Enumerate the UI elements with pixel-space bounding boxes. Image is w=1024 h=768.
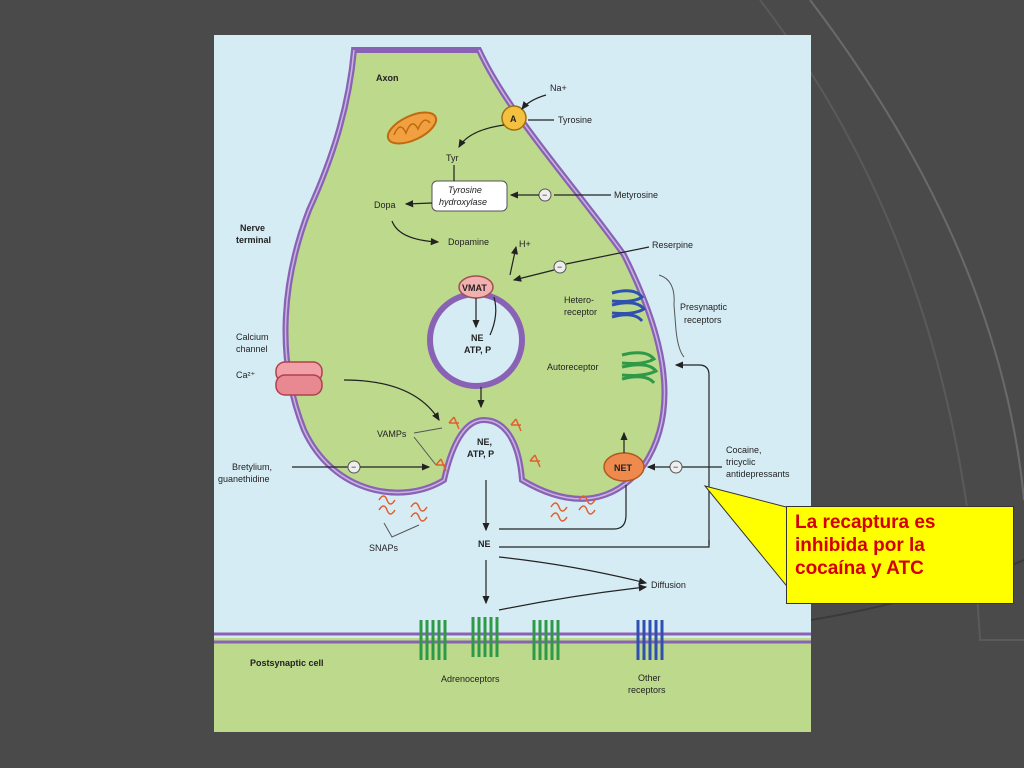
minus-sign: − (673, 462, 678, 472)
transporter-a-label: A (510, 114, 517, 124)
adrenergic-synapse-diagram: Axon Na+ A Tyrosine Tyr Tyrosine hydroxy… (214, 35, 811, 732)
autoreceptor (621, 351, 659, 385)
tyrosine-hydroxylase-line1: Tyrosine (448, 185, 482, 195)
minus-reserpine (553, 260, 567, 274)
postsynaptic-cell (214, 638, 811, 732)
transporter-a (501, 105, 527, 131)
snaps (378, 495, 596, 522)
released-ne-label: NE (478, 539, 491, 549)
minus-sign: − (542, 190, 547, 200)
net-label: NET (614, 463, 633, 473)
tyr-label: Tyr (446, 153, 459, 163)
nerve-terminal-label-2: terminal (236, 235, 271, 245)
minus-sign: − (351, 462, 356, 472)
bretylium-label-1: Bretylium, (232, 462, 272, 472)
callout-box: La recaptura es inhibida por la cocaína … (786, 506, 1014, 604)
cocaine-label-3: antidepressants (726, 469, 790, 479)
fusing-atp-label: ATP, P (467, 449, 494, 459)
presynaptic-bracket (658, 274, 685, 358)
postsynaptic-cell-label: Postsynaptic cell (250, 658, 324, 668)
adrenoceptors (419, 617, 560, 660)
h-plus-label: H+ (519, 239, 531, 249)
na-label: Na+ (550, 83, 567, 93)
calcium-channel-label-2: channel (236, 344, 268, 354)
heteroreceptor-label-1: Hetero- (564, 295, 594, 305)
other-receptors-label-2: receptors (628, 685, 666, 695)
dopamine-label: Dopamine (448, 237, 489, 247)
snaps-label: SNAPs (369, 543, 399, 553)
calcium-channel (275, 361, 323, 396)
bretylium-label-2: guanethidine (218, 474, 270, 484)
minus-sign: − (557, 262, 562, 272)
other-receptors-label-1: Other (638, 673, 661, 683)
callout-text: La recaptura es inhibida por la cocaína … (795, 512, 936, 579)
metyrosine-label: Metyrosine (614, 190, 658, 200)
heteroreceptor-label-2: receptor (564, 307, 597, 317)
fusing-ne-label: NE, (477, 437, 492, 447)
dopa-label: Dopa (374, 200, 396, 210)
calcium-channel-label-1: Calcium (236, 332, 269, 342)
vamps (435, 416, 541, 472)
axon-label: Axon (376, 73, 399, 83)
vamps-label: VAMPs (377, 429, 407, 439)
adrenoceptors-label: Adrenoceptors (441, 674, 500, 684)
vesicle-atp-label: ATP, P (464, 345, 491, 355)
tyrosine-hydroxylase-enzyme (431, 180, 508, 212)
reserpine-label: Reserpine (652, 240, 693, 250)
vesicle-ne-label: NE (471, 333, 484, 343)
diffusion-label: Diffusion (651, 580, 686, 590)
other-receptors (636, 620, 664, 660)
tyrosine-hydroxylase-line2: hydroxylase (439, 197, 487, 207)
mitochondrion (386, 111, 438, 145)
cocaine-label-2: tricyclic (726, 457, 756, 467)
vmat-label: VMAT (462, 283, 487, 293)
cocaine-label-1: Cocaine, (726, 445, 762, 455)
autoreceptor-label: Autoreceptor (547, 362, 599, 372)
presynaptic-receptors-label-2: receptors (684, 315, 722, 325)
ca2-label: Ca²⁺ (236, 370, 256, 380)
heteroreceptor (611, 289, 647, 323)
nerve-terminal-label-1: Nerve (240, 223, 265, 233)
tyrosine-label: Tyrosine (558, 115, 592, 125)
presynaptic-receptors-label-1: Presynaptic (680, 302, 728, 312)
